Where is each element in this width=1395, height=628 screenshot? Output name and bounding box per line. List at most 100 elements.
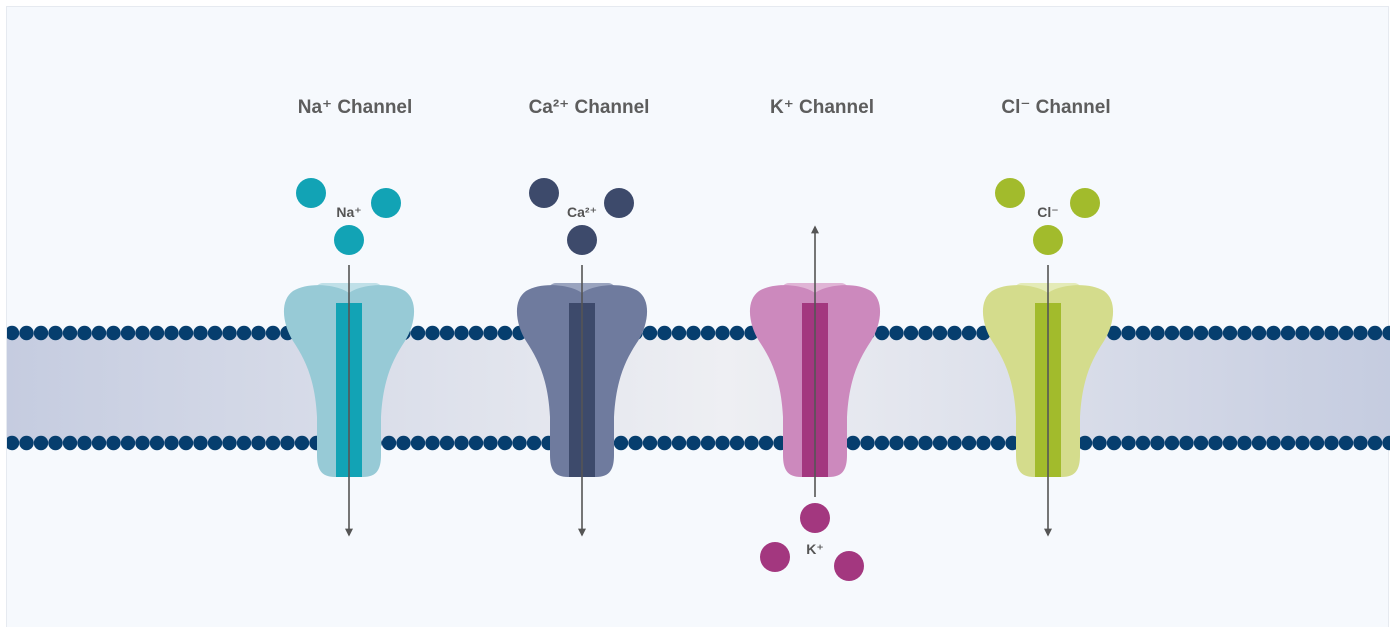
lipid-head-outer — [671, 325, 687, 341]
lipid-head-outer — [135, 325, 150, 341]
lipid-head-inner — [381, 435, 397, 451]
lipid-head-inner — [236, 435, 252, 451]
lipid-head-outer — [164, 325, 179, 341]
lipid-head-inner — [686, 435, 701, 451]
diagram-canvas: Na⁺ Channel Ca²⁺ Channel K⁺ Channel Cl⁻ … — [6, 6, 1390, 627]
lipid-head-outer — [1208, 325, 1223, 341]
lipid-head-outer — [1266, 325, 1281, 341]
lipid-head-inner — [947, 435, 962, 451]
membrane-band — [7, 333, 1390, 443]
lipid-head-outer — [918, 325, 933, 341]
lipid-head-inner — [48, 435, 63, 451]
ca-ion — [604, 188, 634, 218]
lipid-head-inner — [845, 435, 861, 451]
lipid-head-inner — [149, 435, 165, 451]
k-ion — [800, 503, 830, 533]
lipid-head-inner — [1295, 435, 1310, 451]
lipid-head-outer — [903, 325, 919, 341]
lipid-head-inner — [1135, 435, 1151, 451]
ca-ion-label: Ca²⁺ — [567, 204, 597, 220]
lipid-head-inner — [512, 435, 527, 451]
lipid-head-outer — [1222, 325, 1238, 341]
k-ion — [834, 551, 864, 581]
lipid-head-inner — [222, 435, 237, 451]
lipid-head-outer — [642, 325, 658, 341]
lipid-head-outer — [1251, 325, 1267, 341]
ca-ion — [529, 178, 559, 208]
lipid-head-inner — [1150, 435, 1165, 451]
lipid-head-outer — [1193, 325, 1209, 341]
lipid-head-inner — [164, 435, 179, 451]
lipid-head-outer — [236, 325, 252, 341]
cl-channel-title: Cl⁻ Channel — [1001, 97, 1111, 118]
lipid-head-inner — [526, 435, 542, 451]
lipid-head-inner — [903, 435, 919, 451]
lipid-head-inner — [294, 435, 310, 451]
lipid-head-inner — [1193, 435, 1209, 451]
lipid-head-outer — [454, 325, 469, 341]
lipid-head-inner — [280, 435, 295, 451]
lipid-head-inner — [932, 435, 948, 451]
lipid-head-outer — [1382, 325, 1390, 341]
lipid-head-inner — [454, 435, 469, 451]
k-channel-right-subunit — [815, 285, 881, 477]
lipid-head-outer — [468, 325, 484, 341]
lipid-head-inner — [744, 435, 759, 451]
lipid-head-inner — [700, 435, 716, 451]
lipid-head-inner — [396, 435, 411, 451]
na-channel — [283, 178, 415, 537]
lipid-head-outer — [729, 325, 745, 341]
lipid-head-inner — [1106, 435, 1122, 451]
ca-ion — [567, 225, 597, 255]
lipid-head-outer — [483, 325, 498, 341]
lipid-head-inner — [1077, 435, 1093, 451]
lipid-head-inner — [715, 435, 730, 451]
cl-ion-label: Cl⁻ — [1037, 204, 1059, 220]
lipid-head-outer — [1150, 325, 1165, 341]
lipid-head-inner — [1309, 435, 1325, 451]
na-ion-label: Na⁺ — [336, 204, 362, 220]
lipid-head-outer — [1295, 325, 1310, 341]
lipid-head-outer — [1237, 325, 1252, 341]
lipid-head-inner — [207, 435, 223, 451]
ca-channel-left-subunit — [516, 285, 582, 477]
lipid-head-outer — [149, 325, 165, 341]
lipid-head-outer — [7, 325, 20, 341]
lipid-head-outer — [874, 325, 890, 341]
lipid-head-outer — [1338, 325, 1354, 341]
lipid-head-inner — [976, 435, 991, 451]
lipid-head-outer — [889, 325, 904, 341]
lipid-head-inner — [918, 435, 933, 451]
lipid-head-outer — [120, 325, 136, 341]
lipid-head-outer — [251, 325, 266, 341]
lipid-head-inner — [1338, 435, 1354, 451]
lipid-head-inner — [410, 435, 426, 451]
lipid-head-inner — [497, 435, 513, 451]
lipid-head-inner — [7, 435, 20, 451]
lipid-head-inner — [106, 435, 121, 451]
lipid-head-inner — [1324, 435, 1339, 451]
lipid-head-outer — [1106, 325, 1122, 341]
lipid-head-inner — [439, 435, 455, 451]
lipid-head-outer — [1164, 325, 1180, 341]
cl-channel-left-subunit — [982, 285, 1048, 477]
lipid-head-inner — [729, 435, 745, 451]
na-channel-left-subunit — [283, 285, 349, 477]
lipid-head-inner — [33, 435, 49, 451]
lipid-head-inner — [251, 435, 266, 451]
lipid-head-outer — [932, 325, 948, 341]
lipid-head-inner — [642, 435, 658, 451]
na-ion — [334, 225, 364, 255]
lipid-head-outer — [961, 325, 977, 341]
k-channel — [749, 225, 881, 581]
cl-channel-right-subunit — [1048, 285, 1114, 477]
k-ion-label: K⁺ — [806, 541, 824, 557]
ca-channel-title: Ca²⁺ Channel — [528, 97, 650, 118]
lipid-head-outer — [425, 325, 440, 341]
lipid-head-outer — [1324, 325, 1339, 341]
lipid-head-inner — [990, 435, 1006, 451]
lipid-head-inner — [758, 435, 774, 451]
lipid-head-outer — [62, 325, 78, 341]
lipid-head-outer — [77, 325, 92, 341]
lipid-head-outer — [178, 325, 194, 341]
